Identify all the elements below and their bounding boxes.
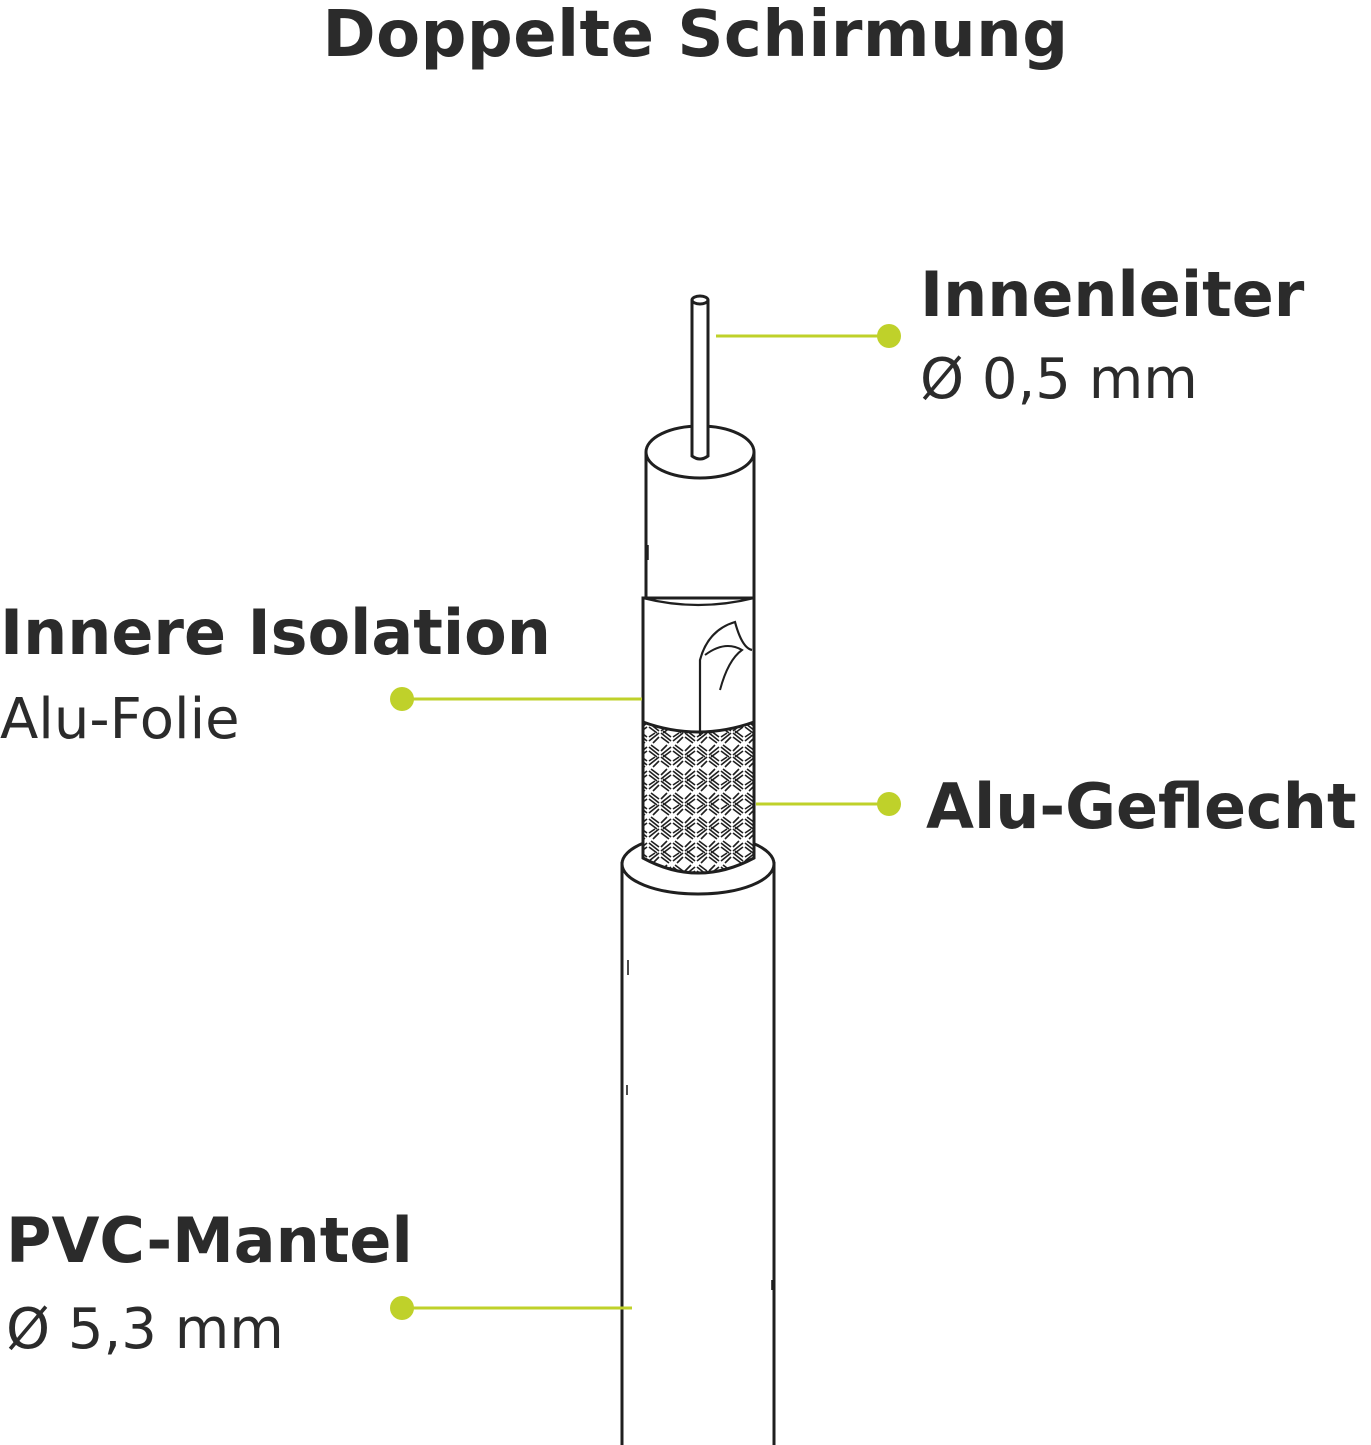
label-innenleiter-name: Innenleiter <box>920 258 1305 331</box>
pvc-jacket <box>620 832 776 1445</box>
leader-line-innenleiter <box>716 324 901 348</box>
label-innere-isolation-name: Innere Isolation <box>0 596 551 669</box>
inner-conductor <box>690 294 710 461</box>
label-innere-isolation-spec: Alu-Folie <box>0 687 240 752</box>
label-innenleiter-spec: Ø 0,5 mm <box>920 347 1198 412</box>
braid-shield <box>641 720 756 875</box>
label-pvc-mantel-name: PVC-Mantel <box>6 1204 413 1277</box>
leader-line-alu-geflecht <box>756 792 901 816</box>
label-pvc-mantel: PVC-Mantel Ø 5,3 mm <box>6 1206 413 1362</box>
label-alu-geflecht: Alu-Geflecht <box>926 772 1357 842</box>
label-pvc-mantel-spec: Ø 5,3 mm <box>6 1297 284 1362</box>
diagram-title: Doppelte Schirmung <box>322 0 1069 72</box>
alu-foil-layer <box>641 596 756 736</box>
label-innere-isolation: Innere Isolation Alu-Folie <box>0 598 551 752</box>
leader-line-innere-isolation <box>390 687 642 711</box>
label-innenleiter: Innenleiter Ø 0,5 mm <box>920 260 1304 412</box>
leader-line-pvc-mantel <box>390 1296 632 1320</box>
label-alu-geflecht-name: Alu-Geflecht <box>926 770 1357 843</box>
